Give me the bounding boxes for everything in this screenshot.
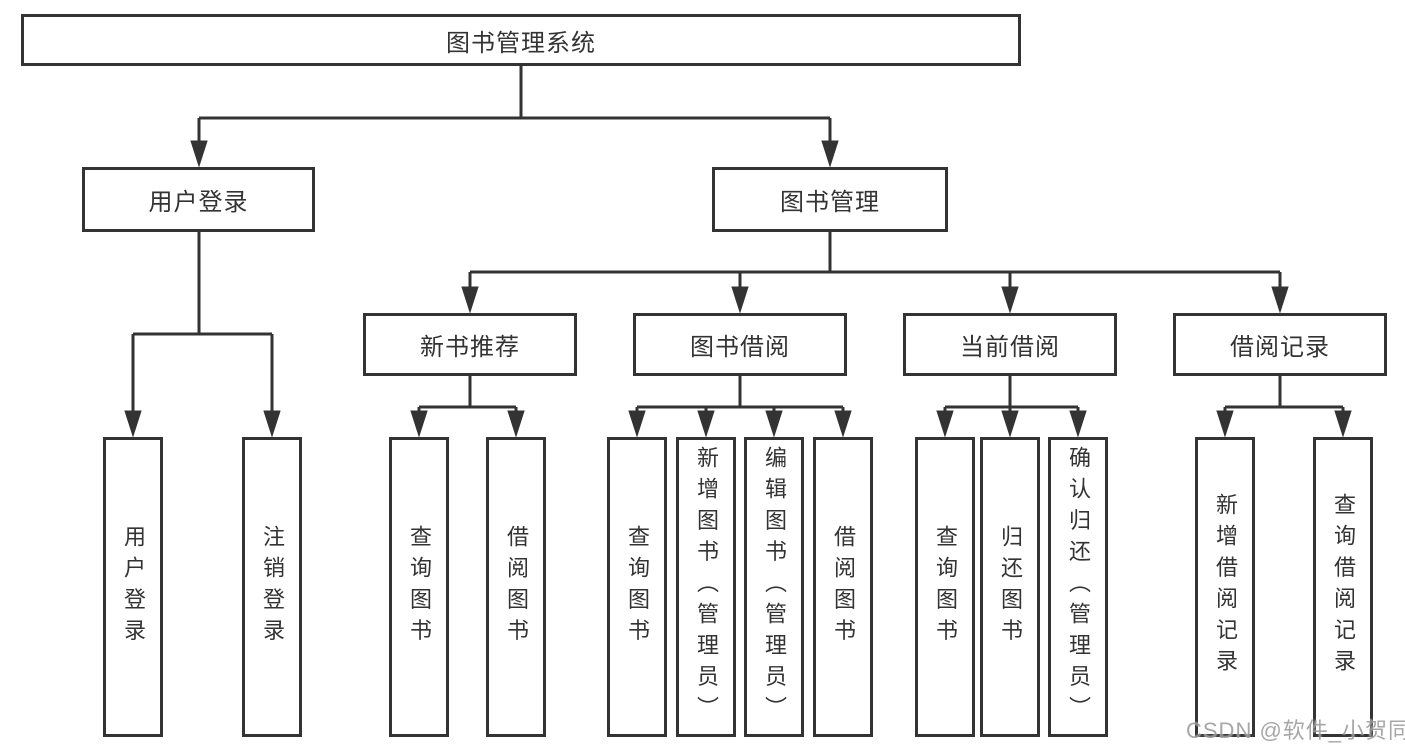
arrowhead: [697, 410, 715, 438]
arrowhead: [1069, 410, 1087, 438]
node-label: 借阅图书: [831, 524, 856, 650]
arrowhead: [1271, 286, 1289, 314]
node-book-borrowing: 图书借阅: [633, 313, 847, 376]
node-label: 查询图书: [407, 524, 432, 650]
node-label: 用户登录: [121, 524, 146, 650]
arrowhead: [821, 140, 839, 168]
node-add-borrow-record: 新增借阅记录: [1195, 437, 1255, 737]
node-confirm-return-admin: 确认归还（管理员）: [1048, 437, 1108, 737]
node-borrow-books-recommend: 借阅图书: [486, 437, 546, 737]
node-borrowing-records: 借阅记录: [1173, 313, 1387, 376]
node-library-management-system: 图书管理系统: [21, 14, 1021, 66]
node-label: 查询图书: [933, 524, 958, 650]
node-return-book: 归还图书: [980, 437, 1040, 737]
arrowhead: [190, 140, 208, 168]
arrowhead: [461, 286, 479, 314]
arrowhead: [731, 286, 749, 314]
csdn-watermark: CSDN @软件_小贺同学: [1186, 718, 1405, 743]
arrowhead: [834, 410, 852, 438]
node-label: 新增借阅记录: [1213, 493, 1238, 681]
node-user-login-action: 用户登录: [103, 437, 163, 737]
node-label: 新增图书（管理员）: [694, 446, 719, 728]
arrowhead: [1216, 410, 1234, 438]
arrowhead: [936, 410, 954, 438]
node-query-books-current: 查询图书: [915, 437, 975, 737]
node-new-book-recommendation: 新书推荐: [363, 313, 577, 376]
node-label: 归还图书: [998, 524, 1023, 650]
arrowhead: [263, 410, 281, 438]
node-add-book-admin: 新增图书（管理员）: [676, 437, 736, 737]
arrowhead: [1334, 410, 1352, 438]
node-borrow-books: 借阅图书: [813, 437, 873, 737]
node-query-books-borrow: 查询图书: [607, 437, 667, 737]
node-label: 注销登录: [260, 524, 285, 650]
node-book-management: 图书管理: [712, 167, 948, 232]
node-label: 编辑图书（管理员）: [762, 446, 787, 728]
arrowhead: [124, 410, 142, 438]
arrowhead: [765, 410, 783, 438]
node-label: 确认归还（管理员）: [1066, 446, 1091, 728]
arrowhead: [1001, 286, 1019, 314]
node-current-borrowing: 当前借阅: [903, 313, 1117, 376]
arrowhead: [1001, 410, 1019, 438]
node-logout: 注销登录: [242, 437, 302, 737]
arrowhead: [410, 410, 428, 438]
arrowhead: [628, 410, 646, 438]
node-label: 借阅图书: [504, 524, 529, 650]
node-user-login: 用户登录: [82, 167, 315, 232]
node-query-borrow-record: 查询借阅记录: [1313, 437, 1373, 737]
node-edit-book-admin: 编辑图书（管理员）: [744, 437, 804, 737]
arrowhead: [507, 410, 525, 438]
node-label: 查询图书: [625, 524, 650, 650]
node-label: 查询借阅记录: [1331, 493, 1356, 681]
node-query-books-recommend: 查询图书: [389, 437, 449, 737]
